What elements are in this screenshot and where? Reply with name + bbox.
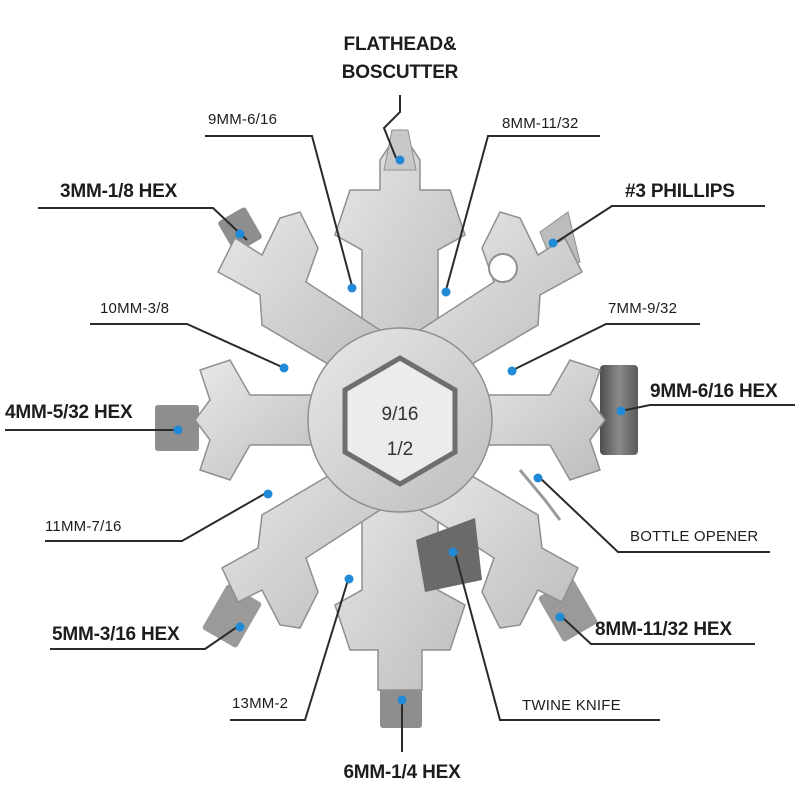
dot-6mm-hex xyxy=(397,695,407,705)
label-9mm-hex: 9MM-6/16 HEX xyxy=(650,381,778,402)
label-9mm-616: 9MM-6/16 xyxy=(208,111,277,128)
center-size-bottom: 1/2 xyxy=(387,439,413,460)
arm-lower-right xyxy=(419,458,579,629)
arm-upper-right xyxy=(419,211,583,382)
dot-7mm xyxy=(507,366,517,376)
leader-8mm-hex xyxy=(561,616,755,645)
leader-7mm xyxy=(512,323,700,371)
flathead-tip xyxy=(383,129,417,171)
leader-twine xyxy=(454,552,660,721)
bottle-opener-notch xyxy=(518,469,562,521)
dot-twine xyxy=(448,547,458,557)
leader-bottle xyxy=(538,476,770,553)
leader-phillips xyxy=(554,205,765,244)
tool-labels: FLATHEAD& BOSCUTTER 9MM-6/16 8MM-11/32 3… xyxy=(5,34,778,783)
bit-5mm-hex xyxy=(202,584,262,648)
arm-right xyxy=(459,359,606,481)
label-5mm-hex: 5MM-3/16 HEX xyxy=(52,624,180,645)
dot-9mm-hex xyxy=(616,406,626,416)
label-flathead-line2: BOSCUTTER xyxy=(342,62,459,83)
dot-10mm xyxy=(279,363,289,373)
snowflake-arms xyxy=(194,128,606,691)
arm-bottom xyxy=(334,479,466,691)
leader-3mm-hex xyxy=(38,207,248,241)
snowflake-multitool: 9/16 1/2 xyxy=(155,128,638,728)
label-twine: TWINE KNIFE xyxy=(522,697,621,714)
dot-3mm-hex xyxy=(235,229,245,239)
label-13mm: 13MM-2 xyxy=(232,695,288,712)
dot-9mm-616 xyxy=(347,283,357,293)
dot-flathead xyxy=(395,155,405,165)
lanyard-hole xyxy=(488,253,518,283)
label-flathead-line1: FLATHEAD& xyxy=(344,34,457,55)
label-3mm-hex: 3MM-1/8 HEX xyxy=(60,181,178,202)
label-8mm-1132: 8MM-11/32 xyxy=(502,115,579,132)
leader-5mm-hex xyxy=(50,626,238,650)
label-bottle: BOTTLE OPENER xyxy=(630,528,758,545)
dot-8mm-hex xyxy=(555,612,565,622)
dot-5mm-hex xyxy=(235,622,245,632)
leader-9mm-hex xyxy=(620,404,795,412)
arm-left xyxy=(194,359,341,481)
dot-phillips xyxy=(548,238,558,248)
twine-knife-blade xyxy=(416,518,482,592)
label-phillips: #3 PHILLIPS xyxy=(625,181,735,202)
dot-bottle xyxy=(533,473,543,483)
leader-8mm-1132 xyxy=(445,135,600,291)
label-4mm-hex: 4MM-5/32 HEX xyxy=(5,402,133,423)
leader-lines xyxy=(5,95,795,752)
arm-upper-left xyxy=(217,211,381,382)
label-6mm-hex: 6MM-1/4 HEX xyxy=(343,762,461,783)
dot-8mm-1132 xyxy=(441,287,451,297)
label-7mm: 7MM-9/32 xyxy=(608,300,677,317)
dot-13mm xyxy=(344,574,354,584)
dot-4mm-hex xyxy=(173,425,183,435)
leader-11mm xyxy=(45,492,267,542)
dot-11mm xyxy=(263,489,273,499)
center-hex-socket xyxy=(342,355,458,487)
center-size-top: 9/16 xyxy=(382,404,419,425)
label-10mm: 10MM-3/8 xyxy=(100,300,169,317)
leader-flathead xyxy=(382,95,401,159)
label-11mm: 11MM-7/16 xyxy=(45,518,122,535)
arm-lower-left xyxy=(221,458,381,629)
leader-10mm xyxy=(90,323,283,368)
marker-dots xyxy=(173,155,626,705)
label-8mm-hex: 8MM-11/32 HEX xyxy=(595,619,732,640)
leader-9mm-616 xyxy=(205,135,353,287)
leader-13mm xyxy=(230,579,349,721)
